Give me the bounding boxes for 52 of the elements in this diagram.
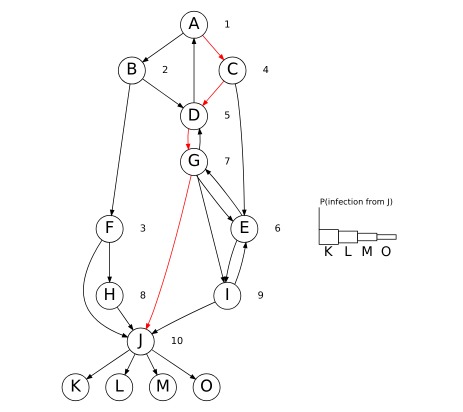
arrow — [224, 240, 237, 284]
node-circle: A — [180, 10, 208, 39]
node-circle: B — [117, 56, 146, 84]
node-circle: G — [180, 148, 208, 176]
node-label: 5 — [224, 110, 230, 122]
arrow — [124, 354, 135, 376]
node-label: 6 — [274, 223, 280, 234]
node-label: 3 — [139, 223, 146, 234]
arrow — [82, 240, 128, 338]
arrow — [141, 32, 184, 63]
label: K — [323, 244, 332, 260]
arrow — [150, 302, 216, 334]
arrow — [204, 168, 242, 216]
node-label: 9 — [257, 290, 264, 302]
arrow — [185, 128, 190, 150]
node-circle: E — [230, 214, 258, 243]
arrow — [116, 306, 134, 331]
node-circle: L — [104, 373, 133, 402]
arrow — [196, 175, 234, 222]
node-circle: I — [212, 282, 241, 310]
node-label: 1 — [224, 19, 230, 30]
arrow — [234, 84, 246, 216]
node-label: 8 — [139, 290, 146, 302]
label: L — [344, 244, 352, 260]
node-label: 10 — [170, 336, 183, 348]
node-circle: C — [218, 56, 246, 84]
arrow — [151, 349, 196, 380]
node-circle: O — [192, 373, 220, 402]
arrow — [234, 241, 247, 285]
label: M — [360, 244, 372, 260]
arrow — [109, 84, 130, 216]
arrow — [85, 349, 130, 380]
arrow — [201, 80, 224, 106]
arrow — [191, 37, 196, 103]
node-circle: H — [95, 282, 124, 310]
arrow — [196, 175, 225, 284]
node-circle: D — [180, 102, 208, 130]
node-circle: M — [148, 373, 176, 402]
node-label: 2 — [162, 65, 168, 76]
label: O — [380, 244, 391, 260]
arrow — [106, 242, 112, 284]
node-label: 4 — [262, 65, 268, 76]
arrow — [142, 78, 184, 108]
node-circle: F — [95, 214, 124, 243]
arrow — [197, 128, 202, 150]
node-circle: J — [126, 328, 154, 356]
node-label: 7 — [224, 156, 230, 168]
arrow — [145, 175, 192, 330]
label: P(infection from J) — [319, 196, 392, 206]
node-circle: K — [61, 373, 89, 402]
arrow — [146, 354, 158, 376]
arrow — [202, 35, 224, 61]
